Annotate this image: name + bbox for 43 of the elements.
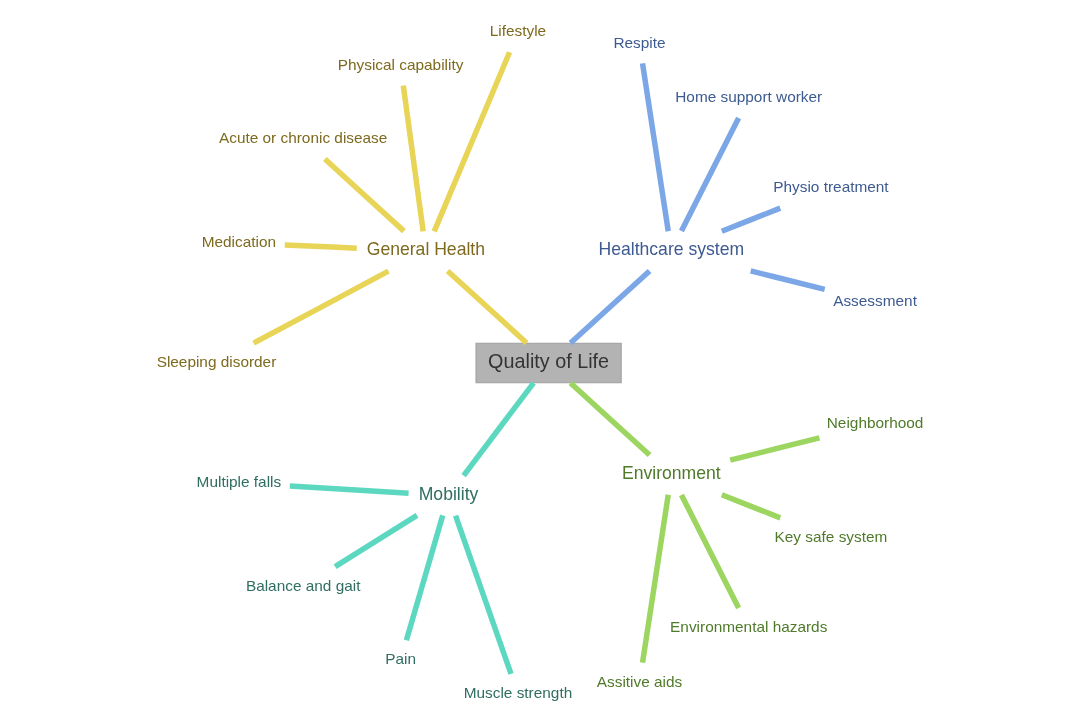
connector [729, 435, 821, 463]
connector [750, 268, 826, 293]
connector [679, 493, 742, 610]
connector [461, 381, 536, 478]
node-text: Assessment [833, 292, 917, 310]
node-text: General Health [366, 239, 485, 260]
connector [639, 494, 671, 663]
connector [252, 268, 390, 346]
node-text: Healthcare system [598, 239, 745, 260]
node-text: Multiple falls [196, 473, 282, 491]
connector [403, 514, 446, 642]
connector [333, 513, 419, 569]
node-text: Acute or chronic disease [218, 129, 388, 147]
connector [445, 268, 529, 346]
node-text: Muscle strength [463, 683, 573, 701]
node-text: Home support worker [675, 88, 823, 106]
connector [284, 242, 357, 251]
connector [568, 268, 652, 346]
connector [568, 380, 652, 458]
node-text: Assitive aids [596, 672, 683, 690]
connector [431, 51, 513, 233]
connector [720, 492, 782, 521]
connector [289, 483, 409, 496]
node-text: Pain [385, 650, 416, 668]
connector [400, 85, 426, 232]
node-text: Physio treatment [773, 178, 889, 196]
node-text: Key safe system [774, 527, 888, 545]
node-text: Lifestyle [489, 22, 547, 40]
node-box: Quality of Life [475, 342, 622, 384]
node-text: Physical capability [337, 55, 464, 73]
node-text: Sleeping disorder [156, 353, 277, 371]
connector [720, 205, 782, 234]
node-text: Environment [621, 463, 721, 484]
connector [679, 116, 742, 233]
node-text: Medication [201, 233, 277, 251]
connector [452, 514, 514, 675]
connector [323, 157, 406, 234]
node-text: Mobility [418, 483, 479, 504]
node-text: Respite [613, 33, 666, 51]
node-text: Neighborhood [826, 414, 924, 432]
connector [639, 63, 671, 232]
node-text: Balance and gait [245, 576, 361, 594]
node-text: Environmental hazards [670, 618, 828, 636]
